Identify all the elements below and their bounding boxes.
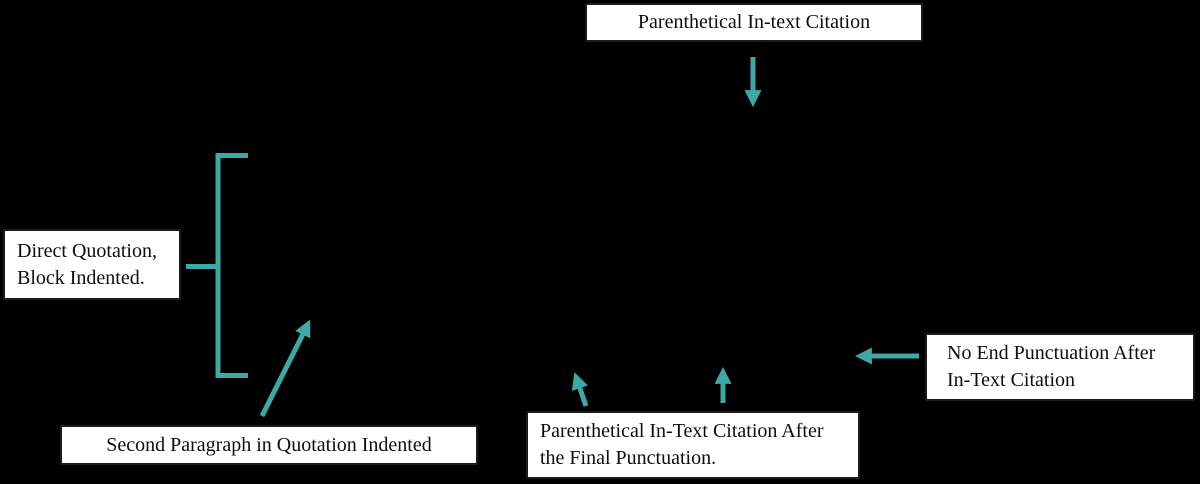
label-second-paragraph-indented: Second Paragraph in Quotation Indented — [60, 425, 478, 465]
label-text: Parenthetical In-text Citation — [637, 11, 871, 33]
label-text-line2: Block Indented. — [17, 266, 145, 289]
block-quote-bracket-icon — [215, 153, 248, 378]
label-text-line1: No End Punctuation After — [947, 342, 1156, 364]
label-direct-quotation-block-indented: Direct Quotation, Block Indented. — [3, 229, 181, 300]
label-citation-after-final-punctuation: Parenthetical In-Text Citation After the… — [526, 411, 860, 479]
label-parenthetical-in-text-citation: Parenthetical In-text Citation — [585, 3, 923, 42]
slanted-up-arrow-icon — [571, 372, 589, 407]
label-no-end-punctuation: No End Punctuation After In-Text Citatio… — [925, 333, 1195, 401]
label-text-line1: Direct Quotation, — [17, 239, 157, 262]
label-text-line2: the Final Punctuation. — [540, 447, 717, 469]
label-text-line1: Parenthetical In-Text Citation After — [540, 420, 824, 442]
label-text: Second Paragraph in Quotation Indented — [106, 433, 432, 456]
diagonal-up-arrow-icon — [259, 319, 311, 418]
label-text-line2: In-Text Citation — [947, 369, 1076, 391]
